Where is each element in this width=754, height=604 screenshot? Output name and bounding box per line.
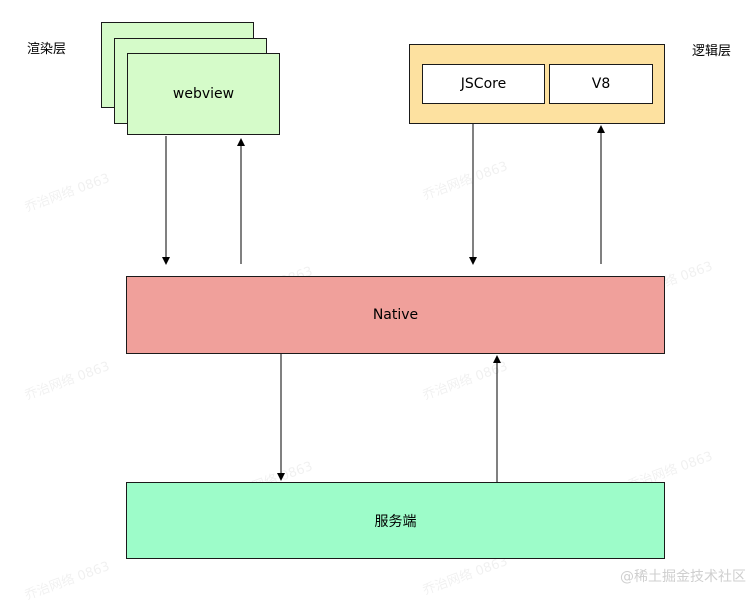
v8-label: V8 bbox=[591, 76, 611, 92]
server-box[interactable]: 服务端 bbox=[126, 482, 665, 559]
jscore-label: JSCore bbox=[460, 76, 507, 92]
webview-label: webview bbox=[172, 86, 235, 102]
server-label: 服务端 bbox=[374, 513, 417, 530]
webview-box[interactable]: webview bbox=[127, 53, 280, 135]
native-label: Native bbox=[372, 307, 419, 323]
native-box[interactable]: Native bbox=[126, 276, 665, 354]
render-layer-label: 渲染层 bbox=[27, 42, 67, 57]
connection-arrows bbox=[162, 124, 605, 482]
logic-layer-label: 逻辑层 bbox=[692, 44, 732, 59]
jscore-box[interactable]: JSCore bbox=[422, 64, 545, 104]
v8-box[interactable]: V8 bbox=[549, 64, 653, 104]
footer-credit: @稀土掘金技术社区 bbox=[620, 569, 746, 585]
